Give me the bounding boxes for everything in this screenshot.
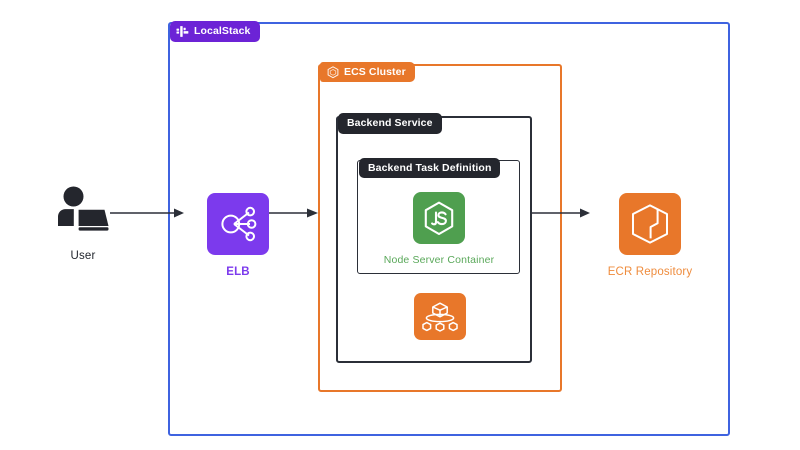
load-balancer-icon [207,193,269,255]
boundary-label-backend-task-definition: Backend Task Definition [359,158,501,178]
ecs-hexagon-icon [327,65,339,79]
boundary-label-text: LocalStack [194,25,251,38]
localstack-logo-icon [176,25,189,38]
boundary-ecs-cluster [318,64,562,392]
node-label: ELB [226,266,250,278]
nodejs-js-hexagon-icon [413,192,465,244]
boundary-label-ecs-cluster: ECS Cluster [320,62,415,82]
node-label: ECR Repository [607,266,693,278]
connector-service-to-ecr [532,208,590,218]
node-label: User [70,250,96,262]
boundary-localstack [168,22,730,436]
ecr-cube-icon [619,193,681,255]
node-elb: ELB [178,193,298,278]
boundary-label-localstack: LocalStack [170,21,261,42]
ecs-container-cluster-icon [414,293,466,340]
node-ecr-repository: ECR Repository [590,193,710,278]
connector-user-to-elb [110,208,184,218]
boundary-label-text: ECS Cluster [344,65,406,78]
node-label: Node Server Container [383,254,495,266]
node-user: User [23,186,143,262]
boundary-label-text: Backend Task Definition [368,161,492,174]
boundary-label-text: Backend Service [347,117,433,130]
user-laptop-icon [54,186,112,236]
node-ecs-task-icon [380,293,500,340]
node-node-server-container: Node Server Container [379,192,499,266]
boundary-label-backend-service: Backend Service [338,113,442,134]
